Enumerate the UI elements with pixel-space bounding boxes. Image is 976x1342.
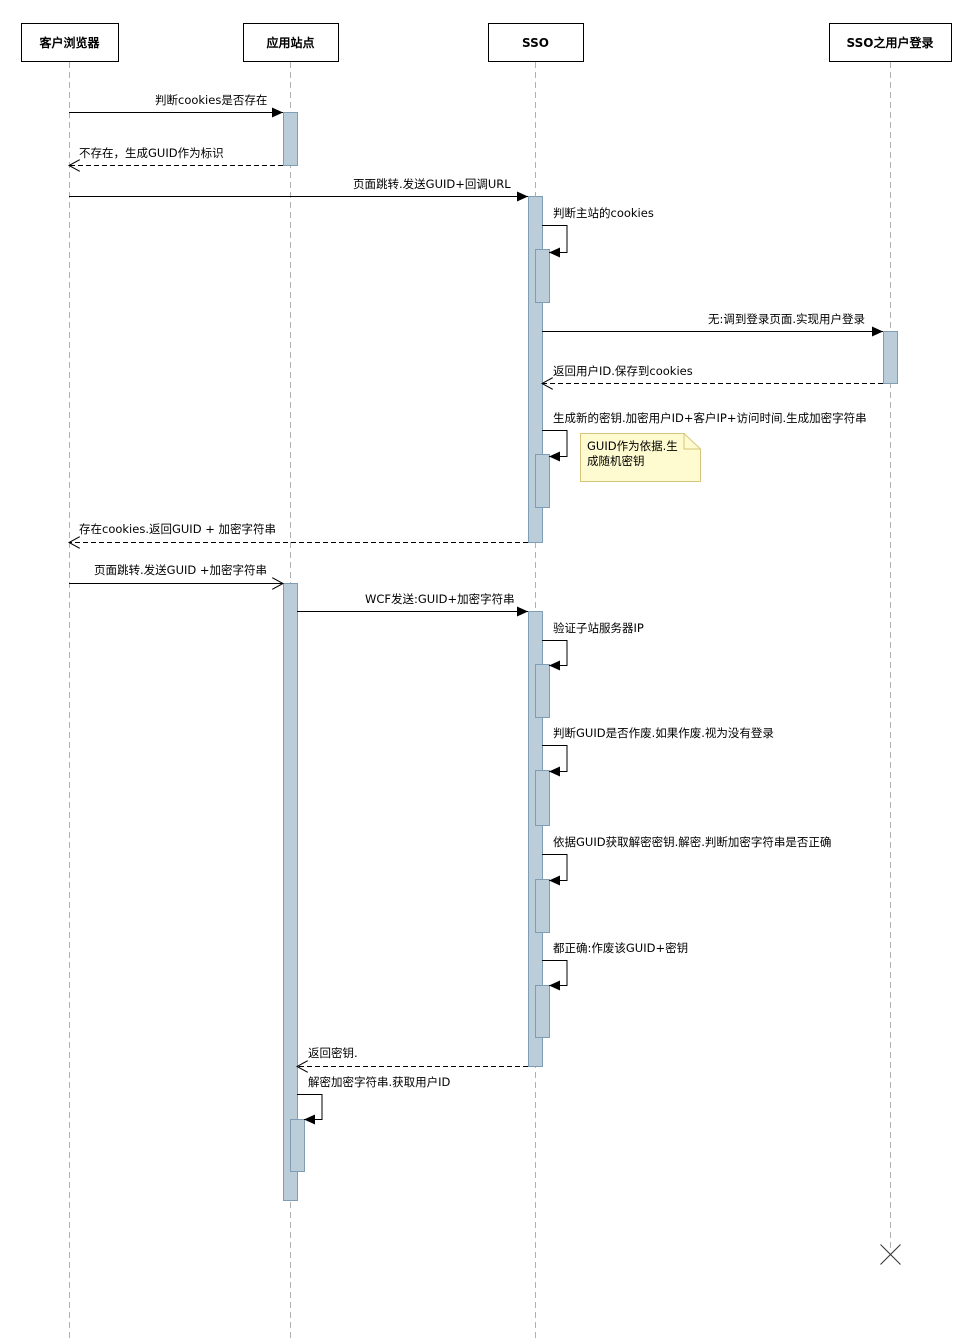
participant-label-browser: 客户浏览器 (38, 35, 100, 50)
activation-sso-nested-1 (535, 249, 550, 303)
message-label-2: 不存在，生成GUID作为标识 (79, 146, 224, 160)
participant-box-sso (488, 23, 584, 62)
note-line-2: 成随机密钥 (587, 454, 645, 468)
participant-box-browser (21, 23, 119, 62)
activation-app-nested-1 (290, 1119, 305, 1172)
message-arrow-13 (542, 854, 568, 886)
participant-box-app (243, 23, 339, 62)
note-box (580, 433, 701, 482)
message-arrow-16 (297, 1094, 323, 1125)
message-label-15: 返回密钥. (308, 1046, 358, 1060)
activation-sso-nested-6 (535, 985, 550, 1038)
message-label-7: 生成新的密钥.加密用户ID+客户IP+访问时间.生成加密字符串 (553, 411, 867, 425)
message-label-8: 存在cookies.返回GUID + 加密字符串 (79, 522, 276, 536)
message-label-12: 判断GUID是否作废.如果作废.视为没有登录 (553, 726, 774, 740)
activation-sso-2 (528, 611, 543, 1067)
message-label-1: 判断cookies是否存在 (155, 93, 267, 107)
destroy-marker-stroke-2 (880, 1244, 901, 1265)
message-label-11: 验证子站服务器IP (553, 621, 644, 635)
message-label-9: 页面跳转.发送GUID +加密字符串 (94, 563, 267, 577)
message-arrow-7 (542, 430, 568, 462)
activation-sso-nested-4 (535, 770, 550, 826)
message-label-14: 都正确:作废该GUID+密钥 (553, 941, 688, 955)
activation-app-2 (283, 583, 298, 1201)
message-label-16: 解密加密字符串.获取用户ID (308, 1075, 451, 1089)
message-label-3: 页面跳转.发送GUID+回调URL (353, 177, 511, 191)
participant-label-sso: SSO (522, 36, 549, 50)
note-fold (683, 433, 701, 450)
participant-label-login: SSO之用户登录 (847, 35, 934, 50)
message-label-6: 返回用户ID.保存到cookies (553, 364, 693, 378)
activation-sso-nested-3 (535, 664, 550, 718)
participant-label-app: 应用站点 (266, 35, 314, 50)
participant-box-login (829, 23, 952, 62)
message-arrow-14 (542, 960, 568, 991)
message-label-10: WCF发送:GUID+加密字符串 (365, 592, 515, 606)
message-label-4: 判断主站的cookies (553, 206, 654, 220)
activation-login-1 (883, 331, 898, 384)
message-arrow-12 (542, 745, 568, 777)
message-arrow-4 (542, 225, 568, 258)
activation-app-1 (283, 112, 298, 166)
note-line-1: GUID作为依据.生 (587, 439, 678, 453)
message-label-5: 无:调到登录页面.实现用户登录 (708, 312, 865, 326)
activation-sso-nested-5 (535, 879, 550, 933)
activation-sso-nested-2 (535, 454, 550, 508)
message-arrow-11 (542, 640, 568, 671)
message-label-13: 依据GUID获取解密密钥.解密.判断加密字符串是否正确 (553, 835, 831, 849)
